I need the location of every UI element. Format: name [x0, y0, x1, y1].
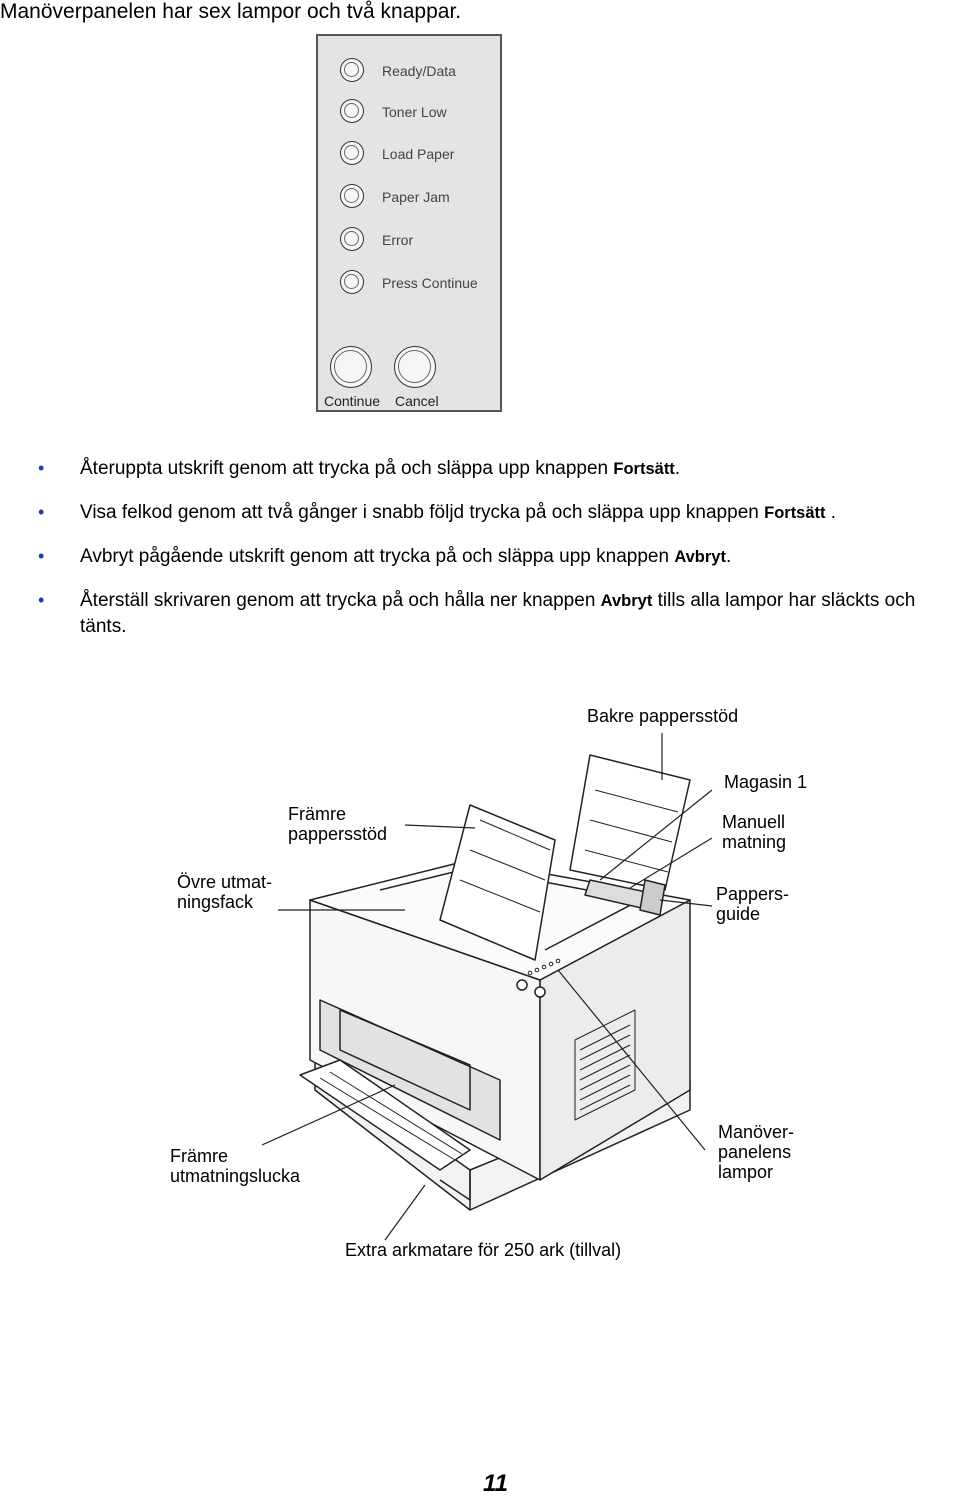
page-number: 11 — [483, 1470, 508, 1497]
lamp-toner-low — [340, 99, 364, 123]
continue-button-label: Continue — [324, 393, 381, 409]
lamp-paper-jam — [340, 184, 364, 208]
list-item: Återställ skrivaren genom att trycka på … — [38, 588, 953, 639]
label-bakre-pappersstod: Bakre pappersstöd — [587, 706, 739, 726]
lamp-label: Press Continue — [382, 275, 478, 291]
instruction-list: Återuppta utskrift genom att trycka på o… — [38, 456, 953, 657]
list-item: Avbryt pågående utskrift genom att tryck… — [38, 544, 953, 570]
lamp-press-continue — [340, 270, 364, 294]
lamp-label: Ready/Data — [382, 63, 456, 79]
lamp-label: Paper Jam — [382, 189, 450, 205]
lamp-label: Toner Low — [382, 104, 447, 120]
list-item: Visa felkod genom att två gånger i snabb… — [38, 500, 953, 526]
list-item: Återuppta utskrift genom att trycka på o… — [38, 456, 953, 482]
lamp-label: Load Paper — [382, 146, 455, 162]
cancel-button[interactable] — [394, 346, 436, 388]
label-pappersguide: Pappers-guide — [716, 884, 790, 924]
lamp-ready-data — [340, 58, 364, 82]
continue-button[interactable] — [330, 346, 372, 388]
cancel-button-label: Cancel — [395, 393, 439, 409]
label-magasin: Magasin 1 — [724, 772, 808, 792]
label-ovre-utmatningsfack: Övre utmat-ningsfack — [177, 872, 273, 912]
lamp-load-paper — [340, 141, 364, 165]
lamp-error — [340, 227, 364, 251]
page-heading: Manöverpanelen har sex lampor och två kn… — [0, 0, 462, 23]
lamp-label: Error — [382, 232, 414, 248]
printer-illustration — [261, 733, 713, 1241]
label-extra-arkmatare: Extra arkmatare för 250 ark (tillval) — [345, 1240, 622, 1260]
operator-panel: Ready/Data Toner Low Load Paper Paper Ja… — [316, 34, 502, 412]
